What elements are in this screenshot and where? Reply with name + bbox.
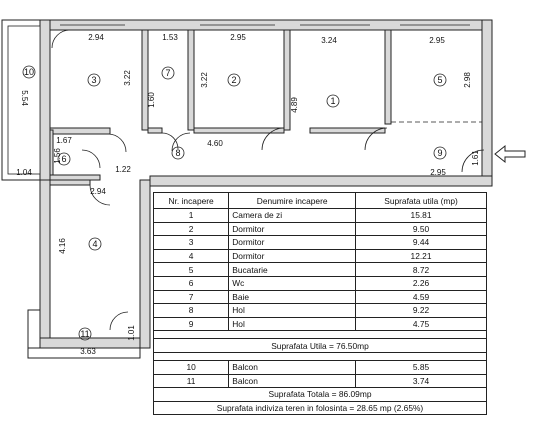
header-name: Denumire incapere — [228, 192, 357, 209]
room-nr: 2 — [152, 221, 230, 237]
dim-r1-height: 4.89 — [290, 97, 299, 113]
dim-r5-height: 2.98 — [463, 72, 472, 88]
room-6-number: 6 — [61, 154, 66, 164]
room-1-number: 1 — [330, 96, 335, 106]
room-5-number: 5 — [437, 75, 442, 85]
room-area: 15.81 — [355, 208, 487, 223]
room-area: 2.26 — [355, 275, 487, 291]
room-name: Bucatarie — [228, 262, 357, 277]
table-spacer-row — [153, 330, 487, 340]
dim-r2-width: 2.95 — [230, 33, 246, 42]
room-area: 12.21 — [355, 248, 487, 264]
room-nr: 7 — [152, 289, 230, 305]
dim-r3-height: 3.22 — [123, 70, 132, 86]
room-area: 8.72 — [355, 262, 487, 277]
dim-r9-height: 1.61 — [471, 150, 480, 166]
table-header-row: Nr. incapere Denumire incapere Suprafata… — [152, 192, 487, 209]
dim-hall-width: 4.60 — [207, 139, 223, 148]
room-9-number: 9 — [437, 148, 442, 158]
dim-r1-width: 3.24 — [321, 36, 337, 45]
balcony-name: Balcon — [228, 373, 357, 389]
land-share-row: Suprafata indiviza teren in folosinta = … — [153, 400, 487, 416]
balcony-area: 5.85 — [355, 359, 487, 375]
room-name: Camera de zi — [228, 208, 357, 223]
balcony-area: 3.74 — [355, 373, 487, 389]
useful-total: Suprafata Utila = 76.50mp — [153, 338, 487, 353]
header-nr: Nr. incapere — [152, 192, 230, 209]
grand-total: Suprafata Totala = 86.09mp — [153, 387, 487, 402]
room-nr: 4 — [152, 248, 230, 264]
doors — [51, 29, 485, 331]
balcony-nr: 10 — [152, 359, 230, 375]
room-name: Dormitor — [228, 235, 357, 250]
dim-r10-width: 1.04 — [16, 168, 32, 177]
dim-r7-width: 1.53 — [162, 33, 178, 42]
room-4-number: 4 — [92, 239, 97, 249]
header-area: Suprafata utila (mp) — [355, 192, 487, 209]
room-10-number: 10 — [24, 67, 34, 77]
walls — [1, 19, 493, 359]
dim-r4-top-width: 2.94 — [90, 187, 106, 196]
dim-r11-height: 1.01 — [127, 325, 136, 341]
room-nr: 5 — [152, 262, 230, 277]
dim-r7-height: 1.60 — [147, 92, 156, 108]
dim-hall-small: 1.22 — [115, 165, 131, 174]
room-11-number: 11 — [80, 329, 89, 339]
grand-total-row: Suprafata Totala = 86.09mp — [153, 387, 487, 402]
dim-r3-width: 2.94 — [88, 33, 104, 42]
balcony-nr: 11 — [152, 373, 230, 389]
dim-r5-width: 2.95 — [429, 36, 445, 45]
balcony-name: Balcon — [228, 359, 357, 375]
dim-r2-height: 3.22 — [200, 72, 209, 88]
useful-total-row: Suprafata Utila = 76.50mp — [153, 338, 487, 353]
dim-r6-height: 1.56 — [53, 148, 62, 164]
dim-r6-width: 1.67 — [56, 136, 72, 145]
room-name: Dormitor — [228, 221, 357, 237]
room-2-number: 2 — [231, 75, 236, 85]
room-markers: 10 3 7 2 1 5 6 8 9 4 11 — [22, 65, 447, 341]
room-area: 9.44 — [355, 235, 487, 250]
entrance-arrow-icon — [494, 144, 526, 164]
land-share: Suprafata indiviza teren in folosinta = … — [153, 400, 487, 416]
room-area: 4.75 — [355, 316, 487, 332]
room-8-number: 8 — [175, 148, 180, 158]
room-area: 9.22 — [355, 303, 487, 318]
room-name: Hol — [228, 303, 357, 318]
room-nr: 3 — [152, 235, 230, 250]
room-nr: 6 — [152, 275, 230, 291]
dim-r4-height: 4.16 — [58, 238, 67, 254]
dim-r9-width: 2.95 — [430, 168, 446, 177]
room-name: Hol — [228, 316, 357, 332]
room-3-number: 3 — [91, 75, 96, 85]
room-name: Dormitor — [228, 248, 357, 264]
room-area: 4.59 — [355, 289, 487, 305]
room-name: Wc — [228, 275, 357, 291]
room-area-table: Nr. incapere Denumire incapere Suprafata… — [152, 192, 487, 416]
room-name: Baie — [228, 289, 357, 305]
room-nr: 8 — [152, 303, 230, 318]
room-nr: 1 — [152, 208, 230, 223]
dim-r10-height: 5.54 — [20, 90, 29, 106]
room-area: 9.50 — [355, 221, 487, 237]
dimension-labels: 2.94 1.53 2.95 3.24 2.95 5.54 3.22 1.60 … — [16, 33, 480, 356]
room-nr: 9 — [152, 316, 230, 332]
room-7-number: 7 — [165, 68, 170, 78]
table-spacer-row — [153, 351, 487, 361]
dim-r11-width: 3.63 — [80, 347, 96, 356]
